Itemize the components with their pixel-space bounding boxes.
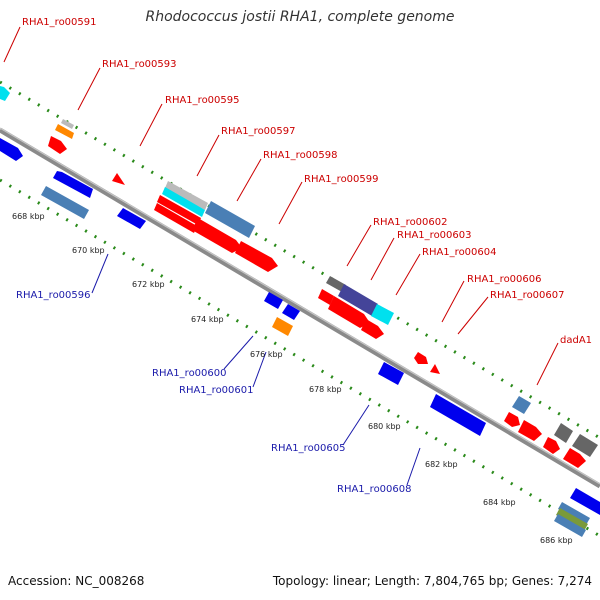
scale-label: 668 kbp [12, 212, 45, 221]
gene-label[interactable]: RHA1_ro00605 [271, 443, 346, 454]
gene-label[interactable]: RHA1_ro00593 [102, 59, 177, 70]
gene-label[interactable]: RHA1_ro00595 [165, 95, 240, 106]
gene-arrow[interactable] [328, 296, 370, 328]
gene-label[interactable]: RHA1_ro00597 [221, 126, 296, 137]
gene-arrow[interactable] [0, 138, 23, 161]
scale-label: 686 kbp [540, 536, 573, 545]
gene-labels-top: RHA1_ro00591 RHA1_ro00593 RHA1_ro00595 R… [22, 17, 592, 346]
scale-label: 672 kbp [132, 280, 165, 289]
tick-track-top [0, 80, 600, 440]
gene-arrow[interactable] [0, 86, 10, 101]
gene-arrow[interactable] [112, 173, 125, 185]
gene-arrow[interactable] [338, 284, 378, 316]
gene-arrow[interactable] [563, 448, 586, 468]
scale-label: 680 kbp [368, 422, 401, 431]
genome-backbone-highlight [0, 127, 600, 485]
gene-label[interactable]: RHA1_ro00603 [397, 230, 472, 241]
gene-arrow[interactable] [48, 136, 67, 154]
scale-labels: 668 kbp 670 kbp 672 kbp 674 kbp 676 kbp … [12, 212, 573, 545]
gene-arrow[interactable] [162, 187, 205, 217]
gene-arrow[interactable] [318, 289, 334, 305]
gene-arrow[interactable] [371, 304, 394, 325]
gene-label[interactable]: RHA1_ro00602 [373, 217, 448, 228]
gene-arrow[interactable] [554, 423, 573, 443]
gene-labels-bottom: RHA1_ro00596 RHA1_ro00600 RHA1_ro00601 R… [16, 290, 412, 495]
gene-arrow[interactable] [272, 317, 293, 336]
gene-label[interactable]: RHA1_ro00608 [337, 484, 412, 495]
gene-arrow[interactable] [117, 208, 146, 229]
gene-label[interactable]: RHA1_ro00607 [490, 290, 565, 301]
topology-text: Topology: linear; Length: 7,804,765 bp; … [272, 574, 592, 588]
gene-arrow[interactable] [361, 319, 384, 339]
scale-label: 682 kbp [425, 460, 458, 469]
gene-arrow[interactable] [543, 437, 560, 454]
gene-label[interactable]: RHA1_ro00601 [179, 385, 254, 396]
tick-track-bottom [0, 178, 600, 538]
gene-arrow[interactable] [554, 514, 586, 537]
gene-arrow[interactable] [556, 508, 588, 531]
genome-backbone [0, 127, 600, 489]
gene-arrow[interactable] [55, 124, 74, 139]
gene-arrow[interactable] [570, 488, 600, 515]
gene-label[interactable]: RHA1_ro00591 [22, 17, 97, 28]
scale-label: 674 kbp [191, 315, 224, 324]
gene-arrow[interactable] [154, 203, 197, 233]
scale-label: 678 kbp [309, 385, 342, 394]
gene-label[interactable]: RHA1_ro00600 [152, 368, 227, 379]
genes-bottom-strand [0, 138, 600, 537]
gene-arrow[interactable] [157, 195, 201, 225]
gene-arrow[interactable] [558, 502, 590, 525]
gene-arrow[interactable] [235, 241, 278, 272]
gene-arrow[interactable] [282, 304, 300, 320]
gene-arrow[interactable] [430, 364, 440, 374]
gene-arrow[interactable] [414, 352, 428, 364]
label-connectors [3, 26, 559, 486]
gene-label[interactable]: RHA1_ro00598 [263, 150, 338, 161]
gene-arrow[interactable] [518, 420, 542, 441]
gene-arrow[interactable] [512, 396, 531, 414]
genome-title: Rhodococcus jostii RHA1, complete genome [145, 9, 455, 25]
gene-arrow[interactable] [192, 218, 242, 253]
scale-label: 670 kbp [72, 246, 105, 255]
gene-label[interactable]: RHA1_ro00604 [422, 247, 497, 258]
gene-arrow[interactable] [504, 412, 520, 427]
gene-arrow[interactable] [61, 119, 74, 129]
gene-arrow[interactable] [205, 201, 255, 238]
accession-text: Accession: NC_008268 [8, 574, 145, 588]
genes-top-strand [0, 86, 598, 468]
gene-arrow[interactable] [326, 276, 346, 292]
gene-arrow[interactable] [264, 292, 283, 309]
gene-arrow[interactable] [165, 181, 208, 210]
gene-arrow[interactable] [572, 434, 598, 457]
gene-label[interactable]: RHA1_ro00599 [304, 174, 379, 185]
gene-label[interactable]: dadA1 [560, 335, 592, 346]
gene-label[interactable]: RHA1_ro00606 [467, 274, 542, 285]
gene-arrow[interactable] [41, 186, 89, 219]
gene-label[interactable]: RHA1_ro00596 [16, 290, 91, 301]
gene-arrow[interactable] [53, 171, 93, 198]
gene-arrow[interactable] [430, 394, 486, 436]
scale-label: 684 kbp [483, 498, 516, 507]
scale-label: 676 kbp [250, 350, 283, 359]
gene-arrow[interactable] [378, 362, 404, 385]
